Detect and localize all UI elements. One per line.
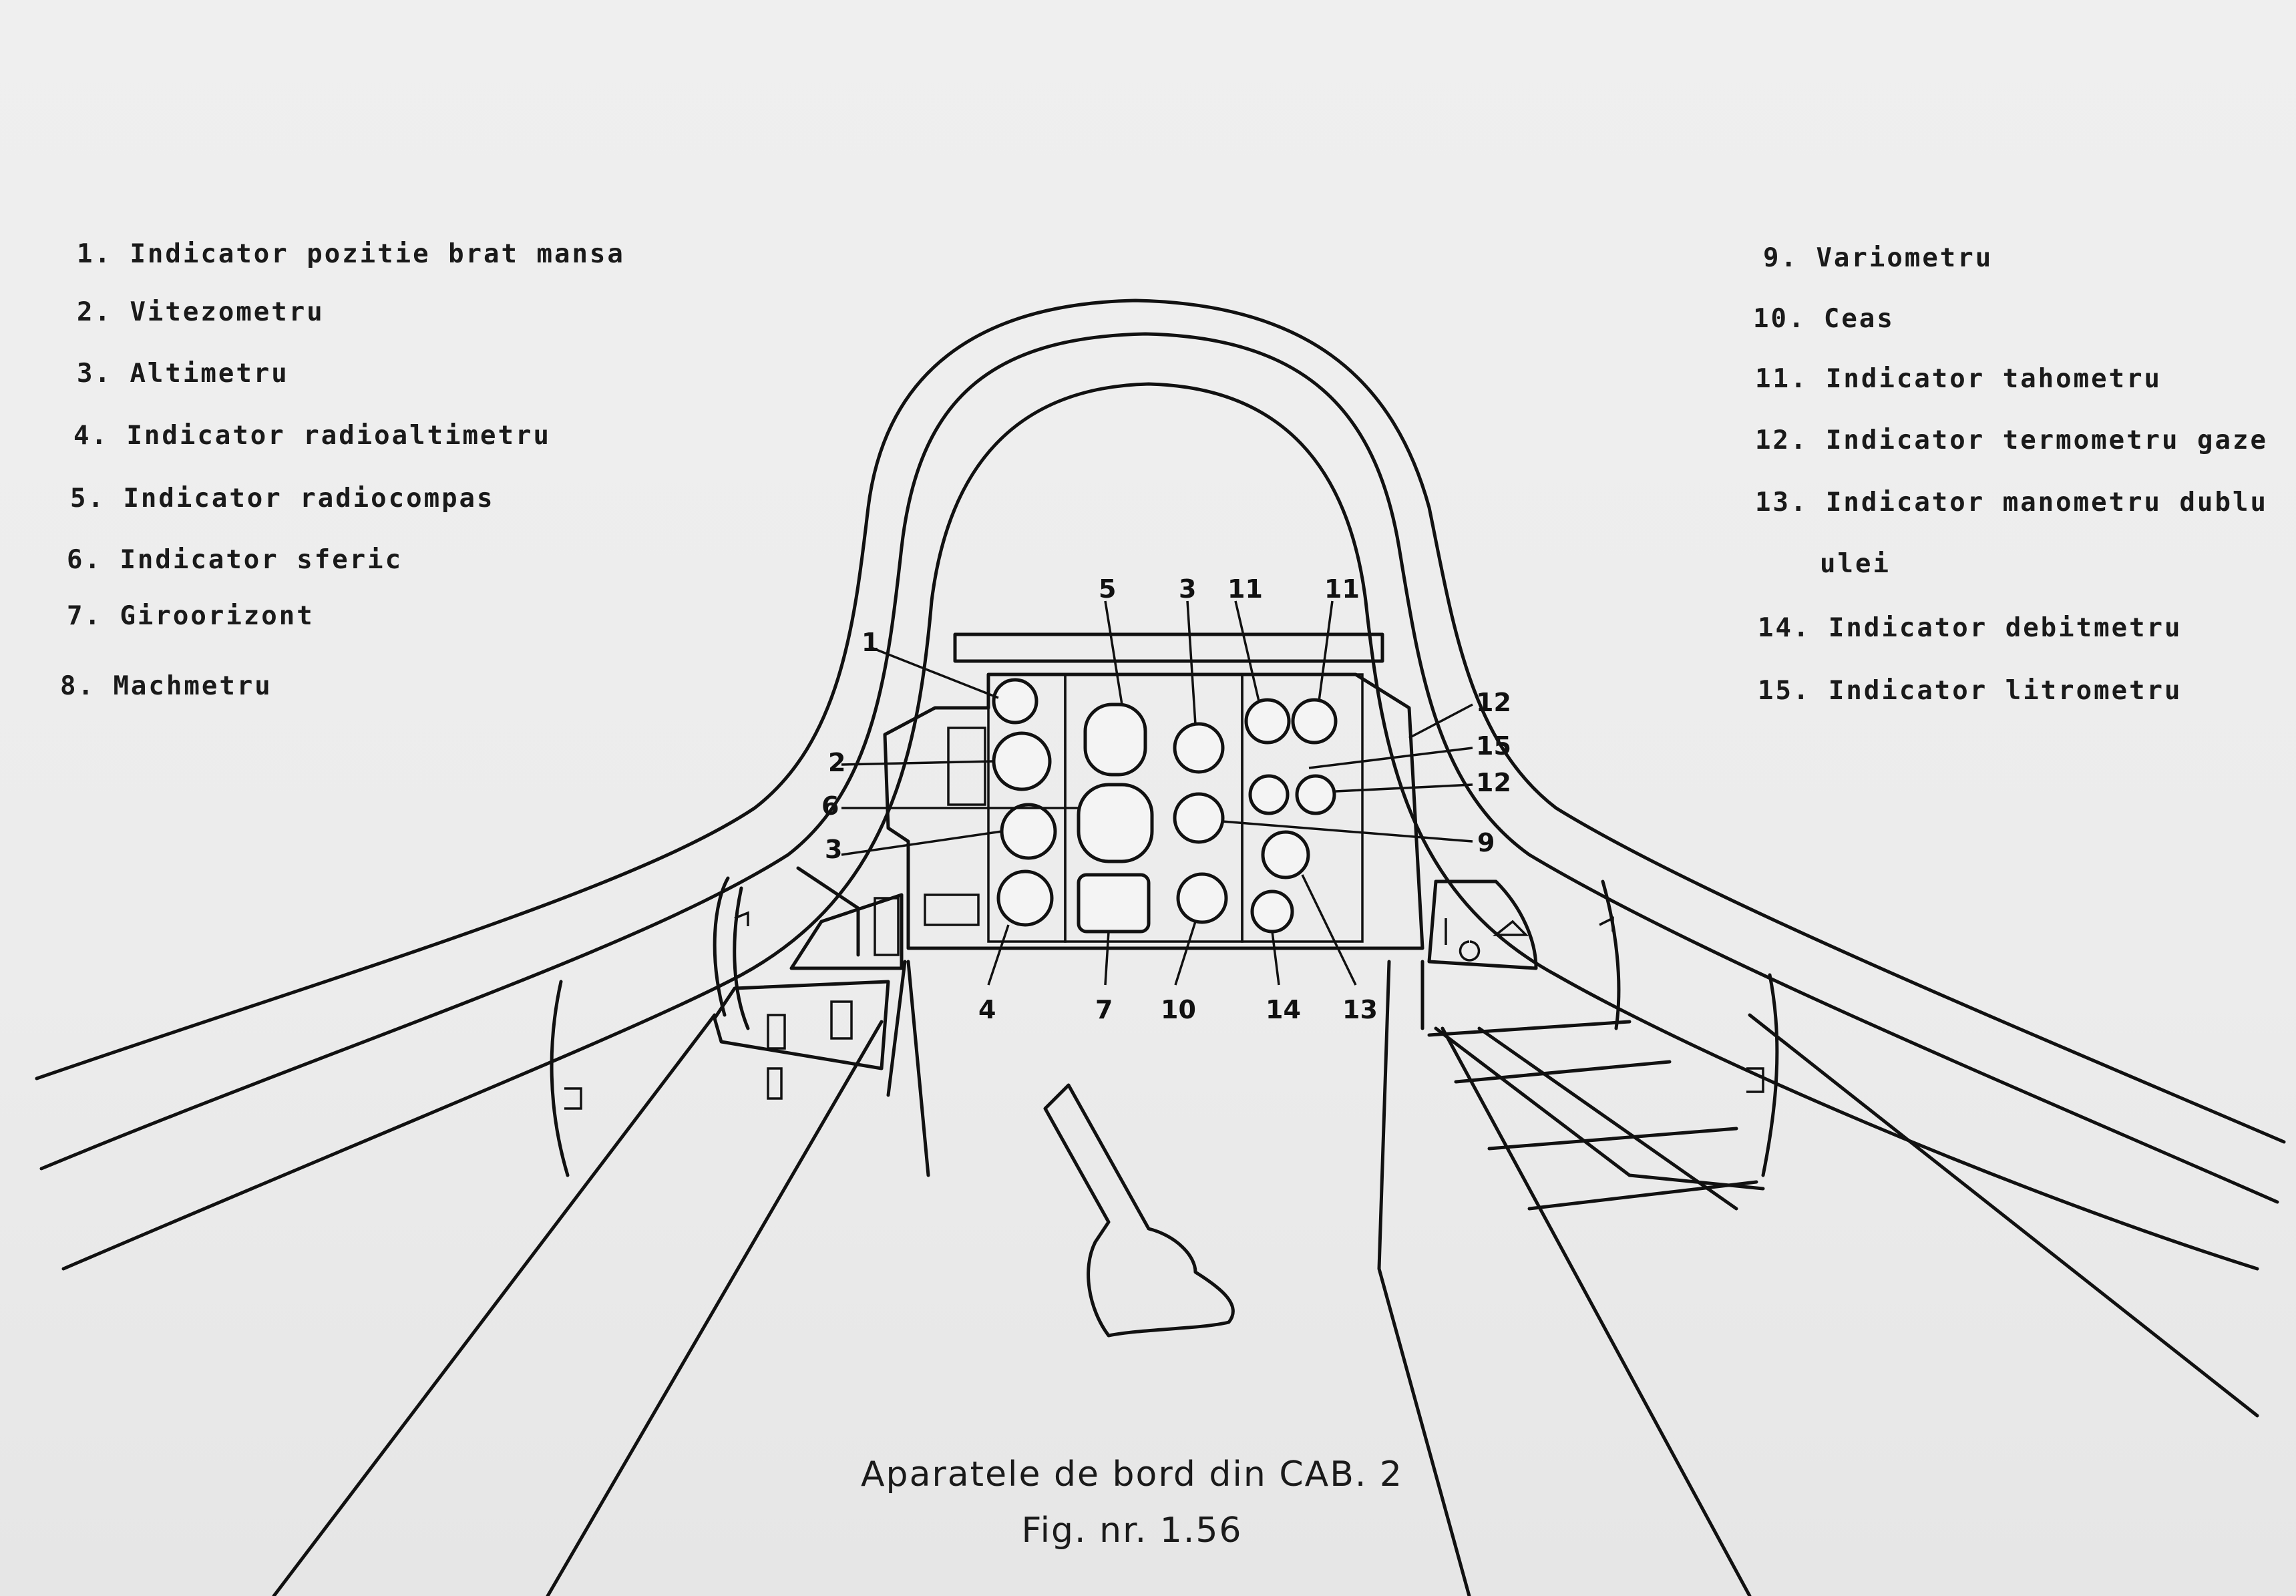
dial-manometru-ulei bbox=[1261, 830, 1310, 879]
callout-number: 3 bbox=[825, 835, 842, 864]
figure-number: Fig. nr. 1.56 bbox=[1021, 1511, 1243, 1551]
callout-number: 4 bbox=[978, 995, 996, 1024]
legend-item: 14. Indicator debitmetru bbox=[1758, 613, 2182, 643]
legend-item: 11. Indicator tahometru bbox=[1755, 364, 2162, 394]
left-side-console bbox=[713, 893, 904, 1070]
dial-altimetru-center bbox=[1173, 722, 1225, 774]
callout-number: 6 bbox=[821, 791, 839, 821]
dial-tahometru-2 bbox=[1291, 698, 1338, 745]
legend-item: 2. Vitezometru bbox=[77, 297, 325, 327]
right-wall-curve bbox=[1601, 879, 1779, 1177]
left-console-lever-b bbox=[830, 1000, 853, 1040]
callout-number: 3 bbox=[1179, 574, 1196, 604]
canopy-handle-left bbox=[564, 911, 749, 1110]
legend-item: 15. Indicator litrometru bbox=[1758, 676, 2182, 706]
canopy-handle-right bbox=[1599, 916, 1764, 1093]
legend-item: 1. Indicator pozitie brat mansa bbox=[77, 239, 625, 269]
right-floor-rails bbox=[1377, 960, 2259, 1596]
left-console-switch bbox=[874, 897, 900, 956]
dial-sferic bbox=[1077, 783, 1154, 863]
canopy-frame-middle bbox=[39, 332, 2279, 1204]
dial-termometru-gaze-2 bbox=[1295, 774, 1336, 815]
panel-right-section bbox=[1241, 673, 1364, 943]
glareshield-strip bbox=[953, 632, 1384, 663]
callout-number: 7 bbox=[1095, 995, 1113, 1024]
dial-giroorizont bbox=[1077, 873, 1151, 934]
legend-item: 5. Indicator radiocompas bbox=[70, 483, 495, 514]
callout-number: 13 bbox=[1342, 995, 1378, 1024]
panel-switch-block bbox=[947, 727, 986, 806]
callout-number: 11 bbox=[1324, 574, 1360, 604]
legend-item: 8. Machmetru bbox=[60, 671, 272, 701]
callout-number: 12 bbox=[1476, 768, 1511, 797]
legend-item: 3. Altimetru bbox=[77, 359, 289, 389]
legend-item: 6. Indicator sferic bbox=[67, 545, 403, 575]
dial-radiocompas bbox=[1083, 703, 1147, 777]
legend-item: 4. Indicator radioaltimetru bbox=[73, 421, 551, 451]
dial-debitmetru bbox=[1250, 889, 1294, 934]
callout-number: 11 bbox=[1227, 574, 1263, 604]
legend-item: 7. Giroorizont bbox=[67, 601, 315, 631]
left-floor-rails bbox=[272, 960, 930, 1596]
dial-altimetru bbox=[1000, 803, 1057, 860]
dial-termometru-gaze-1 bbox=[1248, 774, 1290, 815]
legend-item: 10. Ceas bbox=[1753, 304, 1895, 334]
callout-number: 15 bbox=[1476, 731, 1511, 761]
right-console-knobs bbox=[1445, 918, 1529, 962]
callout-number: 1 bbox=[862, 628, 879, 657]
control-stick bbox=[1043, 1083, 1235, 1338]
callout-number: 2 bbox=[828, 748, 845, 777]
instrument-panel-outline bbox=[883, 672, 1424, 950]
callout-leaders bbox=[841, 600, 1473, 986]
callout-number: 12 bbox=[1476, 688, 1511, 717]
dial-vitezometru bbox=[992, 731, 1052, 791]
legend-item: 13. Indicator manometru dublu bbox=[1755, 487, 2268, 518]
dial-brat-mansa bbox=[992, 678, 1038, 725]
left-console-lever-c bbox=[767, 1067, 783, 1100]
left-wall-curve bbox=[550, 886, 750, 1177]
legend-item: 9. Variometru bbox=[1763, 243, 1993, 273]
callout-number: 5 bbox=[1099, 574, 1116, 604]
canopy-frame-outer bbox=[35, 298, 2286, 1144]
dial-radioaltimetru bbox=[996, 869, 1054, 927]
callout-number: 14 bbox=[1266, 995, 1301, 1024]
figure-title: Aparatele de bord din CAB. 2 bbox=[860, 1454, 1404, 1494]
right-console-steps bbox=[1427, 1020, 1765, 1211]
callout-number: 9 bbox=[1477, 828, 1495, 857]
legend-item: 12. Indicator termometru gaze bbox=[1755, 425, 2268, 455]
dial-tahometru-1 bbox=[1244, 698, 1291, 745]
left-console-lever-a bbox=[767, 1014, 786, 1050]
right-side-console bbox=[1427, 879, 1538, 970]
panel-placard bbox=[924, 893, 980, 926]
dial-ceas bbox=[1176, 872, 1228, 924]
dial-variometru bbox=[1173, 792, 1225, 844]
canopy-frame-inner bbox=[61, 382, 2259, 1271]
callout-number: 10 bbox=[1161, 995, 1196, 1024]
legend-item: ulei bbox=[1820, 549, 1891, 579]
